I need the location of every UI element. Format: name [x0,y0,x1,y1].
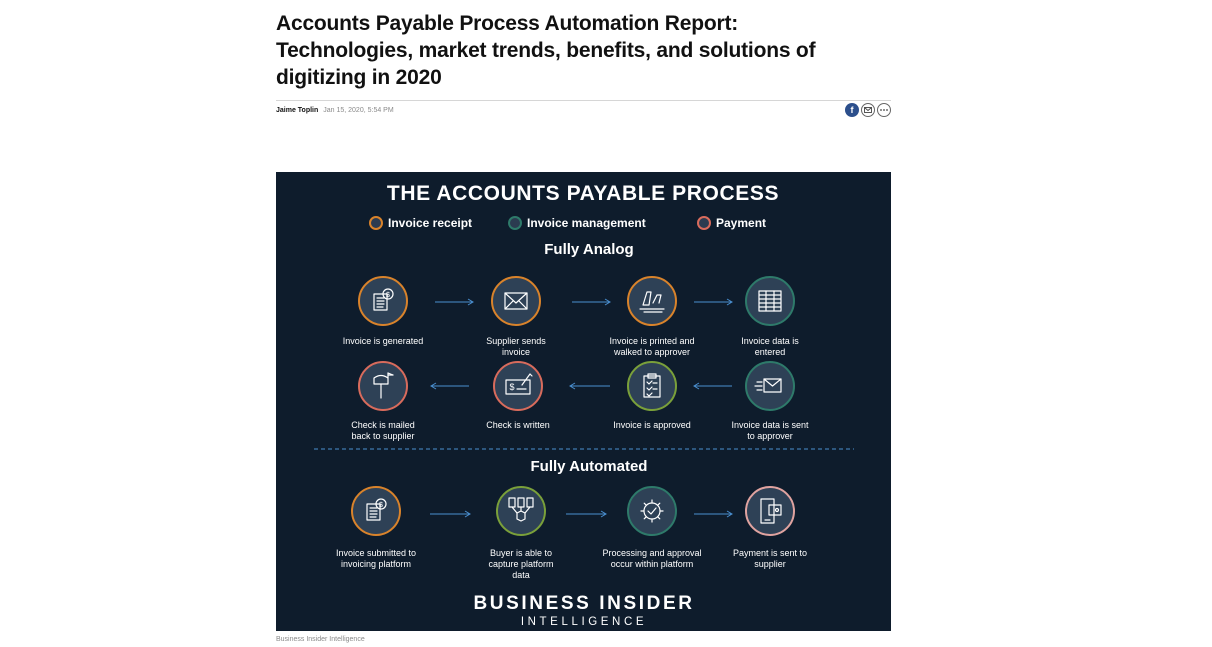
section-fully-automated: Fully Automated [531,458,648,475]
infographic-title: THE ACCOUNTS PAYABLE PROCESS [387,182,779,205]
legend-label: Invoice receipt [388,216,472,230]
step-label: to approver [747,431,793,441]
flow-arrow [569,382,610,390]
accounts-payable-infographic: THE ACCOUNTS PAYABLE PROCESS Invoice rece… [276,172,891,631]
step-label: capture platform [488,559,553,569]
step-label: walked to approver [613,347,690,357]
fast-envelope-icon [745,361,795,411]
step-label: Processing and approval [602,548,701,558]
invoice-dollar-icon: $ [358,276,408,326]
flow-arrow [430,510,471,518]
step-label: Invoice submitted to [336,548,416,558]
svg-text:$: $ [379,502,383,509]
legend-label: Invoice management [527,216,646,230]
phone-wallet-icon [745,486,795,536]
platform-data-icon [496,486,546,536]
svg-text:$: $ [386,292,390,299]
step-label: invoicing platform [341,559,411,569]
step-label: Invoice is printed and [609,336,694,346]
flow-arrow [430,382,469,390]
step-label: supplier [754,559,786,569]
legend-marker [508,216,522,230]
publish-date: Jan 15, 2020, 5:54 PM [323,107,394,114]
byline: Jaime Toplin Jan 15, 2020, 5:54 PM [276,106,394,116]
step-label: Check is mailed [351,420,415,430]
step-label: data [512,570,530,580]
step-label: entered [755,347,786,357]
email-icon[interactable] [861,103,875,117]
flow-arrow [693,382,732,390]
step-label: Invoice data is [741,336,799,346]
flow-arrow [566,510,607,518]
step-label: invoice [502,347,530,357]
walking-feet-icon [627,276,677,326]
flow-arrow [572,298,611,306]
author-name[interactable]: Jaime Toplin [276,107,319,114]
legend-marker [697,216,711,230]
legend-label: Payment [716,216,766,230]
envelope-icon [491,276,541,326]
image-caption: Business Insider Intelligence [276,636,365,643]
gear-check-icon [627,486,677,536]
step-label: Invoice is generated [343,336,424,346]
step-label: Check is written [486,420,550,430]
step-label: Buyer is able to [490,548,552,558]
flow-arrow [435,298,474,306]
brand-subtitle: INTELLIGENCE [521,616,647,628]
section-fully-analog: Fully Analog [544,241,633,258]
check-writing-icon: $ [493,361,543,411]
legend-marker [369,216,383,230]
article-headline: Accounts Payable Process Automation Repo… [276,12,816,89]
step-label: occur within platform [611,559,694,569]
flow-arrow [694,510,733,518]
infographic-canvas: THE ACCOUNTS PAYABLE PROCESS Invoice rece… [314,182,854,628]
step-label: back to supplier [351,431,414,441]
clipboard-check-icon [627,361,677,411]
headline-divider [276,100,891,101]
step-label: Supplier sends [486,336,546,346]
mailbox-icon [358,361,408,411]
flow-arrow [694,298,733,306]
step-label: Invoice is approved [613,420,691,430]
brand-wordmark: BUSINESS INSIDER [473,593,694,614]
invoice-dollar-icon: $ [351,486,401,536]
more-icon[interactable] [877,103,891,117]
svg-text:$: $ [509,382,514,392]
share-buttons: f [845,103,891,117]
step-label: Invoice data is sent [731,420,809,430]
facebook-icon[interactable]: f [845,103,859,117]
spreadsheet-icon [745,276,795,326]
step-label: Payment is sent to [733,548,807,558]
